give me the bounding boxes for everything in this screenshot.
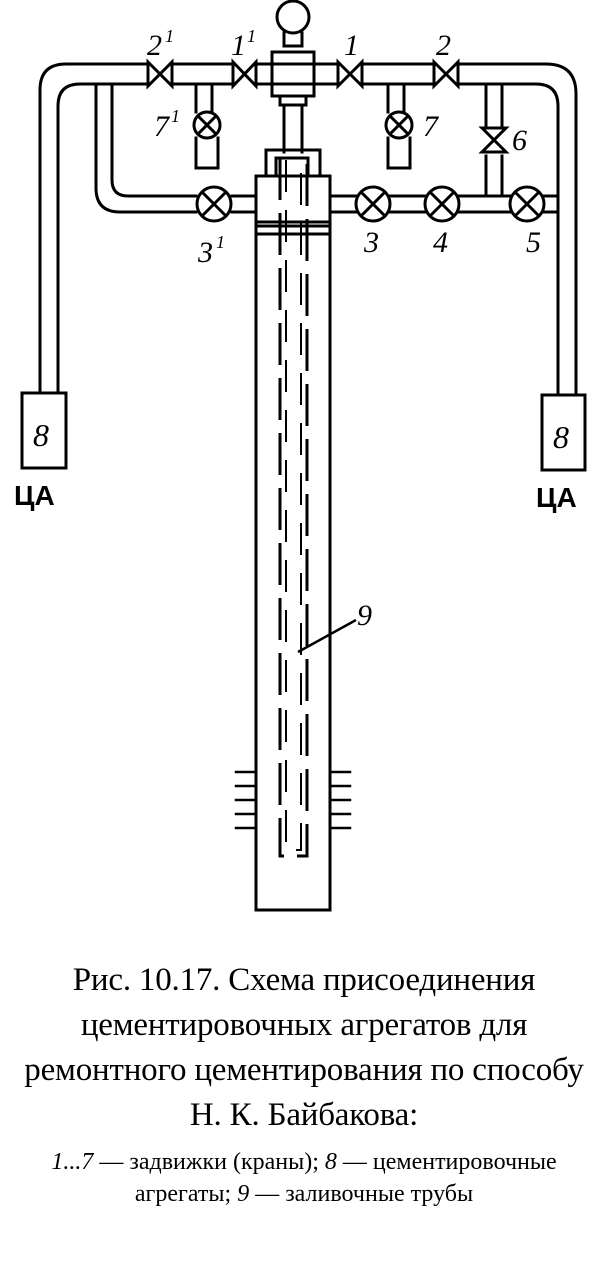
branch-pipe-7-prime — [194, 82, 220, 170]
cement-unit-left-code: ЦА — [14, 480, 55, 511]
label-valve-2: 2 — [436, 29, 451, 62]
wellhead-head — [254, 148, 332, 228]
label-tubing-9: 9 — [357, 599, 372, 632]
legend-text-units: — цементировочные агрегаты; — [134, 1149, 557, 1207]
label-valve-1-prime: 1 — [231, 29, 246, 62]
legend-text-pipes: — заливочные трубы — [249, 1181, 474, 1207]
left-loop-pipe — [94, 82, 198, 214]
label-valve-7-prime: 7 — [154, 110, 171, 143]
label-prime-3: 1 — [216, 232, 225, 252]
plug-valve-7-icon — [384, 110, 414, 140]
cement-unit-left-number: 8 — [33, 417, 49, 453]
label-valve-7: 7 — [423, 110, 440, 143]
label-valve-3-prime: 3 — [197, 236, 213, 269]
cement-unit-right-number: 8 — [553, 419, 569, 455]
lower-manifold-pipe — [230, 194, 560, 214]
casing-centralizers — [234, 770, 352, 830]
figure-caption: Рис. 10.17. Схема присоединения цементир… — [0, 958, 608, 1210]
wellhead-stem — [282, 103, 304, 154]
right-outer-pipe — [460, 62, 578, 397]
gate-valve-1-prime-icon — [231, 58, 258, 90]
tubing-string — [278, 158, 309, 858]
vertical-pipe-6 — [484, 82, 504, 198]
cement-unit-right-code: ЦА — [536, 482, 577, 513]
pressure-gauge — [275, 0, 311, 48]
label-valve-4: 4 — [433, 226, 448, 259]
plug-valve-4-icon — [423, 185, 461, 223]
plug-valve-5-icon — [508, 185, 546, 223]
label-valve-3: 3 — [363, 226, 379, 259]
legend-key-units: 8 — [324, 1149, 337, 1175]
label-prime-1: 1 — [247, 26, 256, 46]
cementing-scheme-diagram: 2 1 1 1 1 2 7 1 7 6 3 1 3 4 5 8 8 ЦА ЦА … — [14, 0, 587, 912]
cement-unit-left-box — [20, 391, 68, 470]
casing-string — [254, 224, 332, 912]
label-valve-6: 6 — [512, 124, 527, 157]
label-valve-5: 5 — [526, 226, 541, 259]
legend-key-valves: 1...7 — [51, 1149, 94, 1175]
cement-unit-right-box — [540, 393, 587, 472]
gate-valve-2-icon — [432, 58, 460, 90]
label-prime-2: 1 — [165, 26, 174, 46]
legend-text-valves: — задвижки (краны); — [93, 1149, 325, 1175]
label-valve-1: 1 — [344, 29, 359, 62]
left-outer-pipe — [38, 62, 150, 395]
caption-legend: 1...7 — задвижки (краны); 8 — цементиров… — [18, 1146, 590, 1210]
tubing-leader-line — [297, 618, 357, 654]
label-prime-7: 1 — [171, 106, 180, 126]
plug-valve-3-prime-icon — [195, 185, 233, 223]
gate-valve-1-icon — [336, 58, 364, 90]
plug-valve-7-prime-icon — [192, 110, 222, 140]
caption-title: Рис. 10.17. Схема присоединения цементир… — [24, 962, 584, 1133]
gate-valve-2-prime-icon — [146, 58, 174, 90]
plug-valve-3-icon — [354, 185, 392, 223]
branch-pipe-7 — [386, 82, 412, 170]
legend-key-pipes: 9 — [237, 1181, 250, 1207]
gate-valve-6-icon — [478, 126, 510, 154]
label-valve-2-prime: 2 — [147, 29, 162, 62]
wellhead-cross — [270, 50, 316, 107]
top-manifold-pipe — [170, 62, 468, 86]
